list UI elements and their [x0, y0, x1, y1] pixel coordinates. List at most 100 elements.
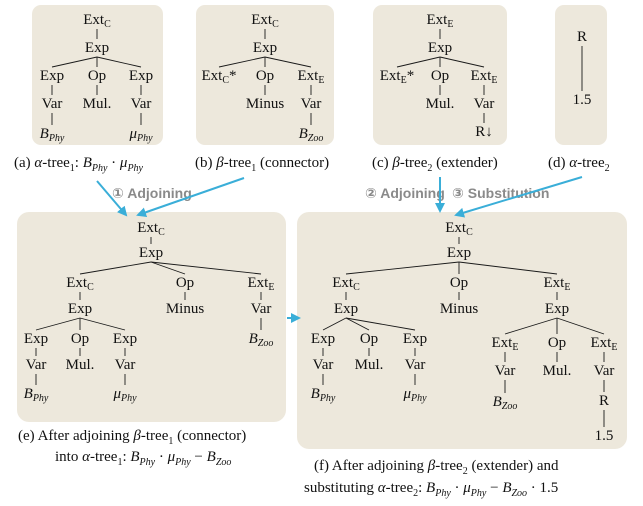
tree-b-node-n6: Var [301, 96, 322, 112]
tree-f-edge-n5-n8 [322, 317, 347, 331]
caption-e-line1: (e) After adjoining β-tree1 (connector) [18, 428, 246, 447]
tree-f-node-n7: Exp [545, 301, 569, 317]
tree-e-edge-n1-n3 [150, 261, 186, 275]
tree-c-edge-n1-n2 [396, 56, 441, 68]
tree-b-node-n2: ExtC* [201, 68, 236, 86]
tree-a-node-n3: Op [88, 68, 106, 84]
tree-f-node-n21: μPhy [402, 386, 427, 404]
tree-e-node-n14: Var [115, 357, 136, 373]
tree-e-edge-n5-n10 [79, 317, 126, 331]
tree-e-edge-n1-n2 [79, 261, 152, 275]
tree-f-node-n13: ExtE [591, 335, 618, 353]
tree-c-node-n5: Mul. [426, 96, 455, 112]
tree-f-node-n4: ExtE [544, 275, 571, 293]
tree-e-node-n11: BZoo [249, 331, 274, 349]
caption-f-line1: (f) After adjoining β-tree2 (extender) a… [314, 458, 559, 477]
tree-c-node-n0: ExtE [427, 12, 454, 30]
tree-f-edge-n1-n2 [345, 261, 460, 275]
tree-b-node-n0: ExtC [251, 12, 279, 30]
tree-e-node-n2: ExtC [66, 275, 94, 293]
tree-f-edge-n7-n11 [504, 317, 558, 335]
tree-e-node-n15: BPhy [24, 386, 49, 404]
tree-f-node-n9: Op [360, 331, 378, 347]
arrow-a-to-e [96, 180, 128, 217]
tree-e-node-n16: μPhy [112, 386, 137, 404]
tree-c-node-n6: Var [474, 96, 495, 112]
tree-a-edge-n1-n4 [96, 56, 142, 68]
tree-c-node-n7: R↓ [475, 124, 493, 140]
tree-d-node-n0: R [577, 29, 587, 45]
arrow-d-to-f [454, 176, 583, 218]
tree-f-node-n5: Exp [334, 301, 358, 317]
caption-d: (d) α-tree2 [548, 155, 610, 174]
operation-label-2: ② Adjoining [365, 185, 445, 201]
tree-a-node-n7: Var [131, 96, 152, 112]
tree-b-edge-n1-n4 [264, 56, 312, 68]
tree-a-node-n2: Exp [40, 68, 64, 84]
tree-c-node-n2: ExtE* [380, 68, 414, 86]
tree-d-node-n1: 1.5 [573, 92, 592, 108]
tree-b-node-n5: Minus [246, 96, 285, 112]
tree-f-edge-n5-n9 [345, 317, 370, 331]
tree-b-node-n7: BZoo [299, 126, 324, 144]
tree-f-node-n11: ExtE [492, 335, 519, 353]
arrow-b-to-e [136, 177, 245, 218]
tree-f-edge-n1-n4 [458, 261, 558, 275]
tree-e-edge-n1-n4 [150, 261, 262, 275]
tree-f-node-n2: ExtC [332, 275, 360, 293]
panel-f [297, 212, 627, 449]
tree-c-edge-n1-n4 [439, 56, 485, 68]
panel-b [196, 5, 334, 145]
operation-label-1: ① Adjoining [112, 185, 192, 201]
tree-e-node-n7: Var [251, 301, 272, 317]
tree-b-node-n1: Exp [253, 40, 277, 56]
tree-f-edge-n7-n13 [556, 317, 605, 335]
tree-a-node-n5: Var [42, 96, 63, 112]
tree-e-edge-n5-n8 [35, 317, 81, 331]
tree-a-node-n9: μPhy [128, 126, 153, 144]
tree-f-edge-n5-n10 [345, 317, 416, 331]
caption-e-line2: into α-tree1: BPhy · μPhy − BZoo [55, 449, 231, 468]
tree-f-node-n0: ExtC [445, 220, 473, 238]
tree-a-node-n0: ExtC [83, 12, 111, 30]
tree-a-node-n4: Exp [129, 68, 153, 84]
tree-e-node-n12: Var [26, 357, 47, 373]
tree-f-node-n14: Var [313, 357, 334, 373]
tree-edges [35, 29, 605, 427]
tree-f-node-n17: Var [495, 363, 516, 379]
tree-f-node-n19: Var [594, 363, 615, 379]
tree-b-node-n3: Op [256, 68, 274, 84]
tree-e-node-n13: Mul. [66, 357, 95, 373]
tree-c-node-n4: ExtE [471, 68, 498, 86]
tree-f-node-n6: Minus [440, 301, 479, 317]
tree-e-node-n6: Minus [166, 301, 205, 317]
tree-f-node-n3: Op [450, 275, 468, 291]
tree-e-node-n3: Op [176, 275, 194, 291]
caption-f-line2: substituting α-tree2: BPhy · μPhy − BZoo… [304, 480, 558, 499]
tree-f-node-n16: Var [405, 357, 426, 373]
tree-f-node-n24: 1.5 [595, 428, 614, 444]
caption-c: (c) β-tree2 (extender) [372, 155, 498, 174]
tree-a-node-n6: Mul. [83, 96, 112, 112]
tree-f-node-n15: Mul. [355, 357, 384, 373]
panel-a [32, 5, 163, 145]
tree-e-node-n4: ExtE [248, 275, 275, 293]
tree-f-node-n1: Exp [447, 245, 471, 261]
tree-f-node-n22: BZoo [493, 394, 518, 412]
tree-f-node-n20: BPhy [311, 386, 336, 404]
tree-e-node-n0: ExtC [137, 220, 165, 238]
tree-a-node-n8: BPhy [40, 126, 65, 144]
panel-d [555, 5, 607, 145]
tree-b-edge-n1-n2 [218, 56, 266, 68]
panel-c [373, 5, 507, 145]
caption-b: (b) β-tree1 (connector) [195, 155, 329, 174]
tree-e-node-n8: Exp [24, 331, 48, 347]
tree-c-node-n3: Op [431, 68, 449, 84]
tree-c-node-n1: Exp [428, 40, 452, 56]
tree-f-node-n8: Exp [311, 331, 335, 347]
tree-f-node-n12: Op [548, 335, 566, 351]
caption-a: (a) α-tree1: BPhy · μPhy [14, 155, 144, 174]
tree-e-node-n5: Exp [68, 301, 92, 317]
